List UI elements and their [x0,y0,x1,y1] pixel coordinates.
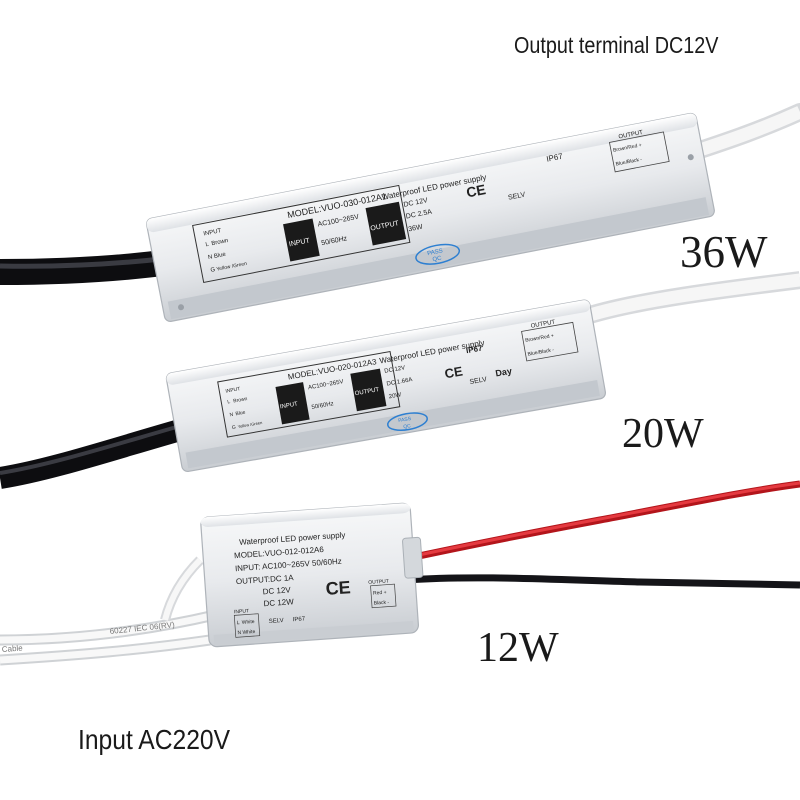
pass-20w: PASS [398,416,412,424]
pin-g-36w: G [210,267,216,274]
ce-mark-12w: CE [325,577,351,599]
selv-36w: SELV [508,191,527,201]
output-w-12w: DC 12W [263,597,294,608]
wire-g-20w: Yellow /Green [237,420,262,429]
input-caption: Input AC220V [78,724,231,755]
pin-g-20w: G [231,425,236,432]
output-terminal-caption: Output terminal DC12V [514,32,719,58]
psu-20w: MODEL:VUO-020-012A3 Waterproof LED power… [0,271,800,489]
qc-badge-36w: PASS QC [415,243,461,265]
wattage-36w-caption: 36W [680,227,768,277]
wire-heading-20w: INPUT [225,386,241,395]
input-cable-20w [0,419,184,489]
input-cable-36w [0,249,172,285]
out-wire-neg-12w: Black - [374,600,390,607]
output-label-20w: OUTPUT [354,387,380,397]
wattage-12w-caption: 12W [477,625,559,671]
out-wire-neg-36w: Blue/Black - [615,157,643,168]
pin-n-12w: N [237,630,241,636]
input-label-20w: INPUT [280,401,299,410]
output-w-36w: 36W [408,224,424,234]
wire-l-20w: Brown [233,396,248,404]
selv-12w: SELV [269,618,284,625]
out-heading-20w: OUTPUT [530,319,556,329]
output-a-12w: OUTPUT:DC 1A [236,573,295,586]
selv-20w: SELV [469,376,488,386]
pin-l-36w: L [205,242,210,249]
out-wire-pos-36w: Brown/Red + [613,142,643,153]
output-dc-36w: DC 12V [403,197,429,209]
qc-badge-20w: PASS QC [386,412,428,431]
pin-n-20w: N [229,412,234,419]
wire-g-36w: Yellow /Green [216,261,248,273]
out-wire-pos-12w: Red + [373,590,387,597]
input-label-36w: INPUT [288,237,311,248]
output-a-20w: DC 1.66A [386,377,413,387]
pin-n-36w: N [208,254,213,261]
ip67-20w: IP67 [465,343,483,355]
wire-l-36w: Brown [211,238,229,247]
output-a-36w: DC 2.5A [405,209,433,221]
pin-l-20w: L [227,399,231,405]
wire-heading-36w: INPUT [203,228,222,237]
out-heading-36w: OUTPUT [618,130,644,141]
wattage-20w-caption: 20W [622,411,704,457]
output-v-12w: DC 12V [262,585,291,596]
input-hz-36w: 50/60Hz [321,235,348,247]
out-wire-pos-20w: Brown/Red + [525,333,555,344]
out-heading-12w: OUTPUT [368,579,389,586]
pin-l-12w: L [237,620,240,626]
red-wire [399,480,800,564]
cable-word: Cable [2,644,24,654]
ip67-12w: IP67 [293,616,306,623]
qc-20w: QC [403,423,412,430]
output-dc-20w: DC 12V [384,365,406,375]
wire-n-20w: Blue [235,410,246,418]
day-20w: Day [495,366,513,379]
wire-heading-12w: INPUT [234,608,249,615]
wire-n-36w: Blue [213,252,227,260]
input-hz-20w: 50/60Hz [311,401,334,411]
psu-12w: 60227 IEC 06(RV) Cable Waterproof LED po… [0,480,800,666]
black-wire [404,574,800,589]
wire-n-12w: White [242,629,255,636]
wire-l-12w: White [242,619,255,626]
pass-36w: PASS [427,248,443,257]
output-w-20w: 20W [388,392,402,400]
qc-36w: QC [432,256,443,264]
ce-mark-36w: CE [465,181,487,200]
ip67-36w: IP67 [546,152,564,164]
out-wire-neg-20w: Blue/Black - [527,347,555,358]
psu-36w: MODEL:VUO-030-012A1 Waterproof LED power… [0,103,800,322]
ce-mark-20w: CE [443,363,464,381]
